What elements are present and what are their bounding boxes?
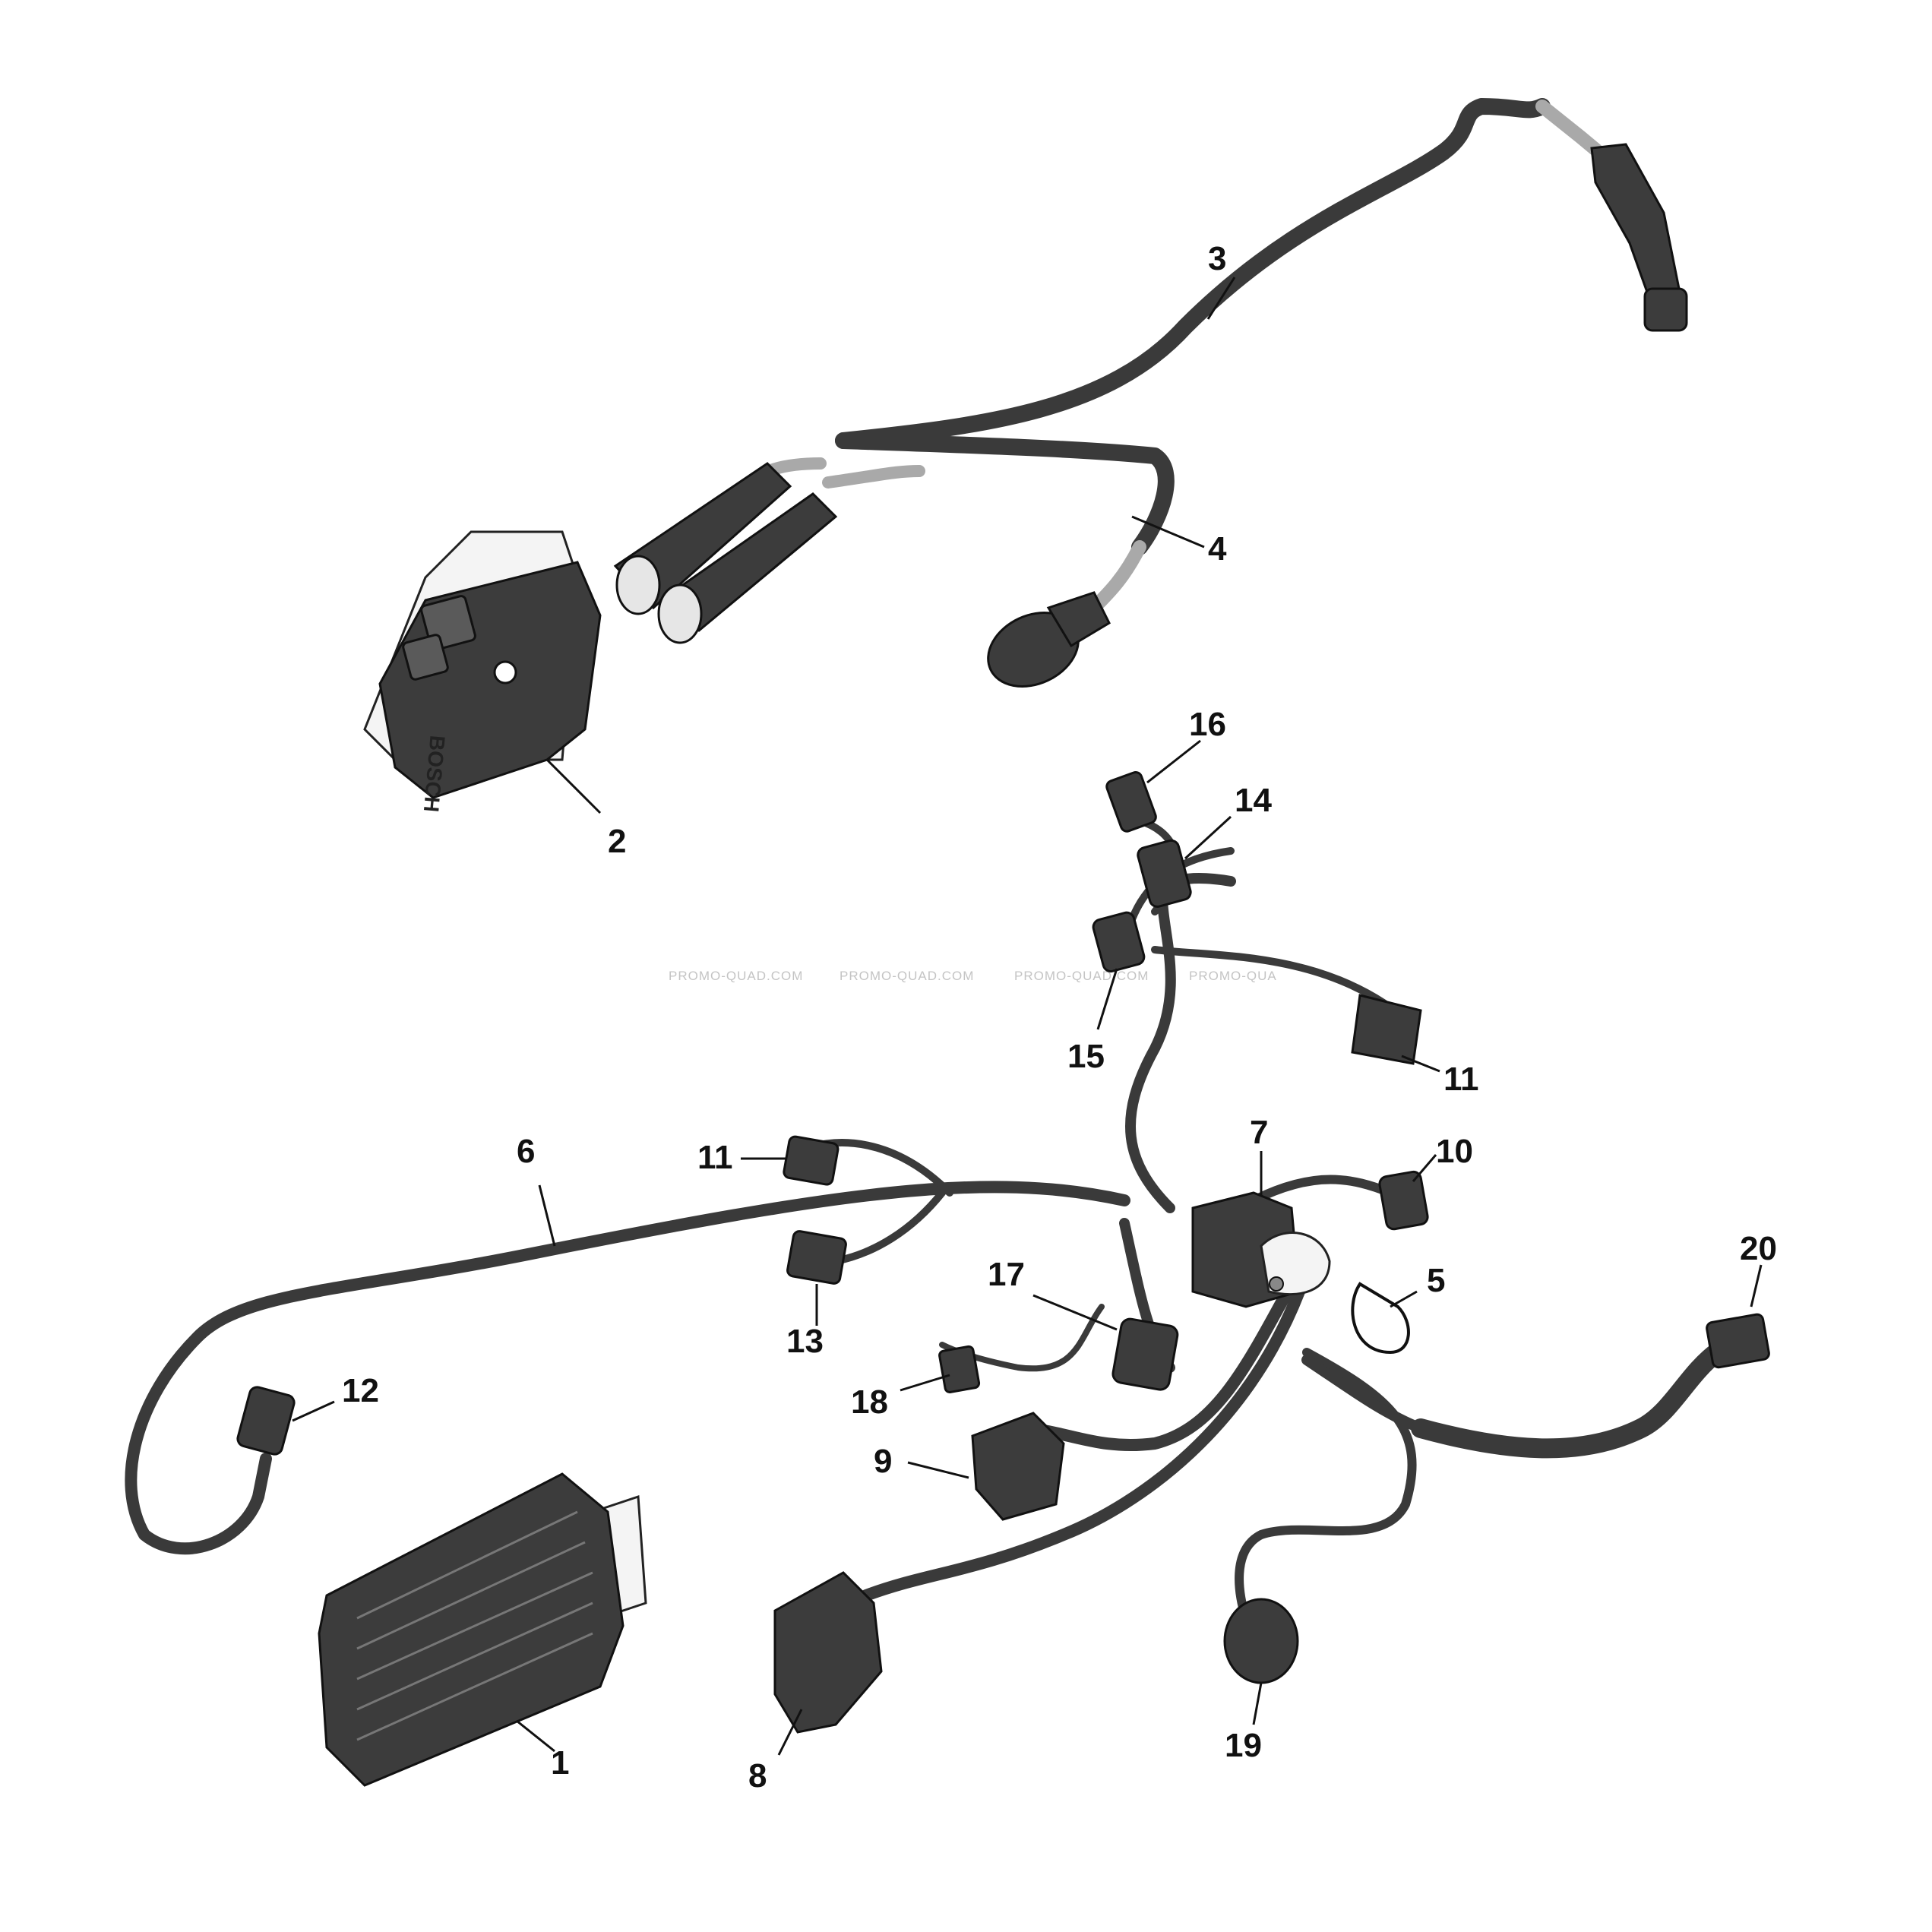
part-20-connector[interactable] (1706, 1313, 1770, 1369)
part-17-connector[interactable] (1111, 1317, 1179, 1391)
callout-labels: 3 4 2 16 14 15 11 7 10 5 11 6 13 17 18 9… (342, 240, 1777, 1794)
part-3-spark-plug-cable[interactable] (835, 98, 1688, 449)
callout-10: 10 (1436, 1133, 1473, 1170)
part-4-spark-plug-cable[interactable] (738, 432, 1175, 700)
callout-19: 19 (1225, 1727, 1262, 1764)
callout-18: 18 (851, 1383, 888, 1421)
callout-12: 12 (342, 1372, 379, 1409)
part-1-ecm-module[interactable] (318, 1472, 647, 1787)
callout-20: 20 (1740, 1230, 1777, 1267)
callout-1: 1 (551, 1744, 569, 1782)
callout-3: 3 (1208, 240, 1226, 277)
watermark-text: PROMO-QUAD.COM (669, 969, 803, 983)
callout-7: 7 (1250, 1114, 1268, 1151)
callout-8: 8 (748, 1757, 767, 1794)
callout-4: 4 (1208, 530, 1227, 568)
callout-6: 6 (517, 1133, 535, 1170)
watermark-text: PROMO-QUAD.COM (840, 969, 974, 983)
callout-16: 16 (1189, 706, 1226, 743)
callout-13: 13 (786, 1323, 824, 1360)
part-12-connector[interactable] (236, 1386, 296, 1456)
part-11-connector-right[interactable] (1351, 994, 1422, 1065)
callout-17: 17 (988, 1256, 1025, 1293)
watermark-text: PROMO-QUAD.COM (1014, 969, 1149, 983)
part-15-connector[interactable] (1092, 911, 1146, 973)
part-2-ignition-coil[interactable]: BOSCH (363, 462, 838, 813)
part-7-main-connector[interactable] (1191, 1191, 1331, 1308)
part-19-sensor[interactable] (1223, 1598, 1299, 1684)
callout-11-right: 11 (1443, 1061, 1479, 1098)
callout-14: 14 (1235, 782, 1272, 819)
part-16-connector[interactable] (1105, 770, 1158, 833)
callout-2: 2 (608, 823, 626, 860)
watermark: PROMO-QUAD.COM PROMO-QUAD.COM PROMO-QUAD… (669, 969, 1277, 983)
part-10-connector[interactable] (1378, 1170, 1429, 1231)
callout-15: 15 (1067, 1038, 1105, 1075)
leader-lines (292, 277, 1763, 1756)
part-13-connector[interactable] (786, 1230, 847, 1285)
part-18-connector[interactable] (938, 1345, 981, 1393)
part-11-connector-left[interactable] (783, 1135, 840, 1186)
part-14-connector[interactable] (1137, 839, 1193, 909)
part-6-wiring-harness[interactable] (125, 817, 1727, 1623)
callout-11-left: 11 (697, 1139, 733, 1176)
callout-9: 9 (874, 1443, 892, 1480)
watermark-text: PROMO-QUA (1189, 969, 1277, 983)
callout-5: 5 (1427, 1262, 1445, 1299)
part-9-connector[interactable] (971, 1412, 1065, 1521)
part-5-clip[interactable] (1351, 1282, 1410, 1355)
part-8-connector[interactable] (773, 1571, 883, 1734)
